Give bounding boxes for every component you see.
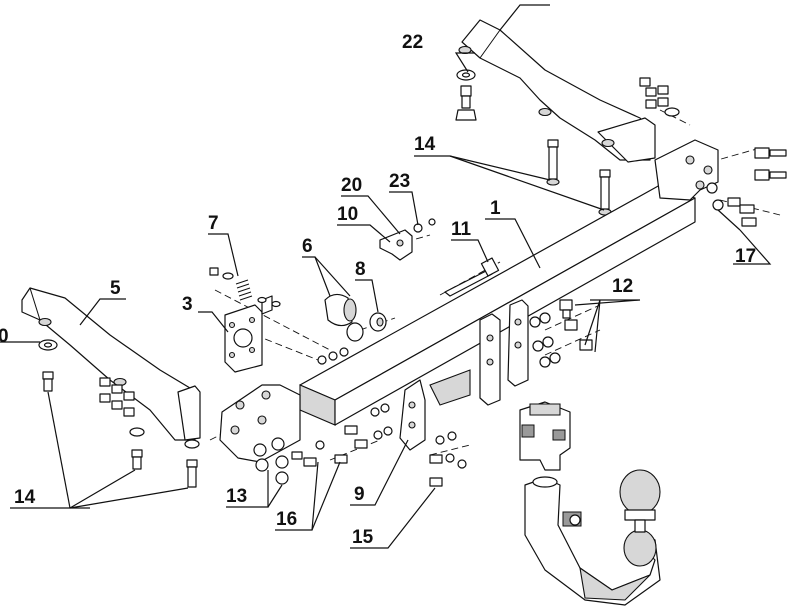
callouts: 22 14 20 23 10 11 1 7 6 8 5 3 0 12 17 14… (0, 32, 756, 548)
callout-14-top: 14 (414, 134, 436, 155)
callout-10-left: 0 (0, 326, 9, 347)
spacer-set (317, 293, 387, 365)
callout-7: 7 (208, 213, 219, 234)
callout-5: 5 (110, 278, 121, 299)
tow-ball (619, 469, 661, 567)
spring-bolt-set (209, 267, 281, 308)
callout-11: 11 (451, 219, 472, 240)
callout-12: 12 (612, 276, 633, 297)
lower-bolts (253, 403, 467, 487)
callout-13: 13 (226, 486, 247, 507)
callout-23: 23 (389, 171, 410, 192)
mounting-tab (379, 218, 436, 261)
callout-10: 10 (337, 204, 358, 225)
left-side-bracket (21, 287, 201, 441)
callout-17: 20 (341, 175, 362, 196)
callout-3: 3 (182, 294, 193, 315)
callout-8: 8 (355, 259, 366, 280)
bolt-group-12 (529, 299, 593, 368)
bolt-group-22 (706, 147, 787, 227)
nut-cluster-top-right (639, 77, 680, 117)
main-crossbar (219, 139, 719, 463)
callout-9: 9 (354, 484, 365, 505)
callout-1: 1 (490, 198, 501, 219)
callout-6: 6 (302, 236, 313, 257)
bolt-set-20 (455, 69, 612, 216)
callout-20: 22 (402, 32, 423, 53)
callout-22: 17 (735, 246, 756, 267)
socket-plate (224, 295, 273, 373)
callout-16: 16 (276, 509, 297, 530)
tow-ball-lock-housing (519, 401, 571, 471)
callout-15: 15 (352, 527, 374, 548)
bolt-set-left (38, 339, 200, 488)
callout-14-bottom: 14 (14, 487, 36, 508)
leader-lines (0, 52, 772, 549)
long-bolt (444, 257, 500, 297)
tow-ball-arm (524, 476, 661, 606)
right-side-bracket (458, 4, 656, 163)
